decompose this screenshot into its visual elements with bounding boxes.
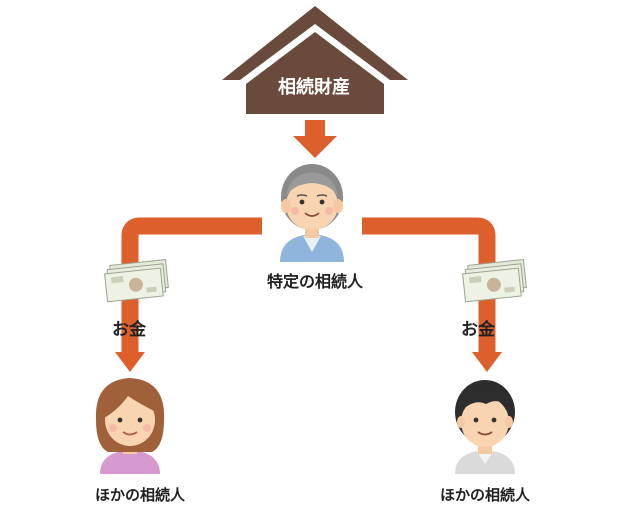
- woman-icon: [95, 378, 165, 474]
- right-arrow-head: [472, 352, 502, 372]
- money-label-left: お金: [112, 320, 146, 340]
- right-branch-line: [362, 217, 496, 355]
- young-man-icon: [455, 380, 515, 474]
- banknotes-icon-left: [104, 258, 169, 303]
- down-arrow-top: [293, 120, 337, 158]
- elderly-man-icon: [280, 164, 344, 262]
- house-icon: [222, 6, 408, 114]
- specific-heir-label: 特定の相続人: [266, 272, 363, 291]
- left-arrow-head: [115, 352, 145, 372]
- left-branch-line: [121, 217, 262, 355]
- other-heir-label-right: ほかの相続人: [439, 486, 530, 504]
- money-label-right: お金: [461, 320, 495, 340]
- banknotes-icon-right: [462, 258, 527, 303]
- other-heir-label-left: ほかの相続人: [94, 486, 185, 504]
- house-label: 相続財産: [278, 77, 350, 98]
